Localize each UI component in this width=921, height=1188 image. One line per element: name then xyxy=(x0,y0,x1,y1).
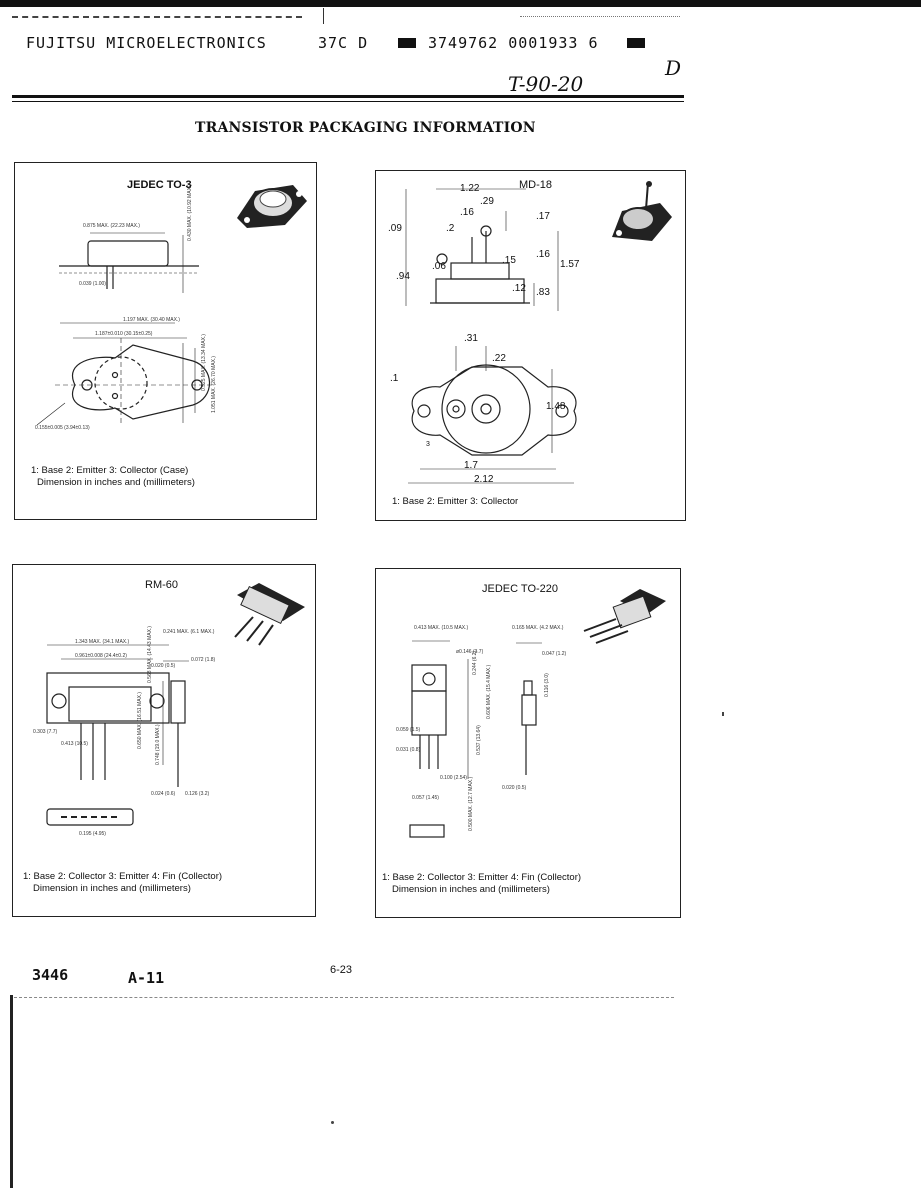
dim-label: 2.12 xyxy=(474,474,494,485)
dim-label: 1.197 MAX. (30.40 MAX.) xyxy=(123,317,180,323)
panel-rm60: RM-60 xyxy=(12,564,316,917)
dim-label: 0.303 (7.7) xyxy=(33,729,58,735)
dim-label: 0.650 MAX. (16.51 MAX.) xyxy=(137,692,143,749)
pin-legend: 1: Base 2: Emitter 3: Collector (Case) xyxy=(31,465,189,476)
dim-label: .31 xyxy=(464,333,478,344)
dim-label: .09 xyxy=(388,223,402,234)
dim-label: 0.195 (4.95) xyxy=(79,831,106,837)
dim-label: .83 xyxy=(536,287,550,298)
dim-label: 0.126 (3.2) xyxy=(185,791,210,797)
scan-speck xyxy=(722,712,724,716)
page-number: 6-23 xyxy=(330,964,353,976)
panel-title: RM-60 xyxy=(145,579,179,591)
dim-label: .1 xyxy=(390,373,399,384)
header-block-icon xyxy=(398,33,416,51)
rm60-drawing xyxy=(46,583,305,826)
handwritten-mark: D xyxy=(665,56,682,80)
scan-top-border xyxy=(0,0,921,7)
scan-left-border xyxy=(10,995,13,1188)
dim-label: 0.165 MAX. (4.2 MAX.) xyxy=(512,625,564,631)
to220-package-icon xyxy=(583,589,666,644)
dim-label: 0.024 (0.6) xyxy=(151,791,176,797)
panel-title: MD-18 xyxy=(519,179,553,191)
dim-label: 0.748 (19.0 MAX.) xyxy=(155,724,161,765)
dim-label: 0.020 (0.5) xyxy=(151,663,176,669)
dim-label: .16 xyxy=(536,249,550,260)
dim-label: 1.57 xyxy=(560,259,580,270)
dim-label: 0.875 MAX. (22.23 MAX.) xyxy=(83,223,140,229)
handwritten-reference: T-90-20 xyxy=(508,72,584,96)
dim-label: 0.500 MAX. (12.7 MAX.) xyxy=(468,776,474,831)
scan-speck xyxy=(331,1121,334,1124)
dim-label: 0.606 MAX. (15.4 MAX.) xyxy=(486,664,492,719)
to3-package-icon xyxy=(237,185,307,228)
dim-label: .94 xyxy=(396,271,410,282)
dim-label: 0.072 (1.8) xyxy=(191,657,216,663)
header-code-1: 37C D xyxy=(318,34,369,52)
dim-label: 0.100 (2.54) xyxy=(440,775,467,781)
dim-label: .12 xyxy=(512,283,526,294)
dim-label: .17 xyxy=(536,211,550,222)
dim-label: 1.7 xyxy=(464,460,478,471)
dim-label: ø0.146 (3.7) xyxy=(456,649,484,655)
dim-label: 0.047 (1.2) xyxy=(542,651,567,657)
footer-left-code: 3446 xyxy=(32,966,69,984)
scan-noise-line xyxy=(12,16,302,20)
dim-label: 0.057 (1.45) xyxy=(412,795,439,801)
dim-label: 1.343 MAX. (34.1 MAX.) xyxy=(75,639,130,645)
pin-legend: 1: Base 2: Emitter 3: Collector xyxy=(392,496,519,507)
dim-label: 0.241 MAX. (6.1 MAX.) xyxy=(163,629,215,635)
panel-title: JEDEC TO-220 xyxy=(482,583,559,595)
dim-label: 0.413 (10.5) xyxy=(61,741,88,747)
header-rule xyxy=(12,95,684,98)
dim-label: 0.059 (1.5) xyxy=(396,727,421,733)
dimension-note: Dimension in inches and (millimeters) xyxy=(392,884,550,895)
scan-noise-line xyxy=(14,997,674,998)
dim-label: .16 xyxy=(460,207,474,218)
dim-label: 1.22 xyxy=(460,183,480,194)
panel-to3: JEDEC TO-3 xyxy=(14,162,317,520)
pin-legend: 1: Base 2: Collector 3: Emitter 4: Fin (… xyxy=(382,872,582,883)
dim-label: .29 xyxy=(480,196,494,207)
dim-label: 1.051 MAX. (26.70 MAX.) xyxy=(211,356,217,413)
panel-md18: MD-18 xyxy=(375,170,686,521)
dim-label: 0.116 (3.0) xyxy=(544,673,550,697)
dim-label: 3 xyxy=(426,441,430,448)
company-name: FUJITSU MICROELECTRONICS xyxy=(26,34,267,52)
dim-label: 0.039 (1.00) xyxy=(79,281,106,287)
dim-label: 0.020 (0.5) xyxy=(502,785,527,791)
panel-to220: JEDEC TO-220 xyxy=(375,568,681,918)
dimension-note: Dimension in inches and (millimeters) xyxy=(37,477,195,488)
dim-label: 1.187±0.010 (30.15±0.25) xyxy=(95,331,153,337)
scan-tick-mark xyxy=(323,8,324,24)
page-title: TRANSISTOR PACKAGING INFORMATION xyxy=(195,120,536,136)
to3-drawing xyxy=(36,185,307,426)
dim-label: 0.244 (6.2) xyxy=(472,650,478,675)
dim-label: 0.537 (13.64) xyxy=(476,725,482,755)
scan-noise-line xyxy=(520,16,680,19)
dim-label: 1.48 xyxy=(546,401,566,412)
footer-doc-code: A-11 xyxy=(128,969,165,987)
md18-package-icon xyxy=(612,181,672,241)
pin-legend: 1: Base 2: Collector 3: Emitter 4: Fin (… xyxy=(23,871,223,882)
dim-label: 0.031 (0.8) xyxy=(396,747,421,753)
dim-label: 0.413 MAX. (10.5 MAX.) xyxy=(414,625,469,631)
md18-drawing xyxy=(405,181,672,484)
dim-label: .15 xyxy=(502,255,516,266)
panel-title: JEDEC TO-3 xyxy=(127,179,192,191)
to220-drawing xyxy=(409,589,666,838)
rm60-package-icon xyxy=(234,583,305,646)
dim-label: 0.155±0.005 (3.94±0.13) xyxy=(35,425,90,431)
dim-label: 0.568 MAX. (14.43 MAX.) xyxy=(147,626,153,683)
dim-label: 0.525 MAX. (13.34 MAX.) xyxy=(201,334,207,391)
dim-label: .22 xyxy=(492,353,506,364)
dimension-note: Dimension in inches and (millimeters) xyxy=(33,883,191,894)
dim-label: .06 xyxy=(432,261,446,272)
dim-label: .2 xyxy=(446,223,455,234)
header-block-icon xyxy=(627,33,645,51)
dim-label: 0.430 MAX. (10.92 MAX.) xyxy=(187,184,193,241)
dim-label: 0.961±0.008 (24.4±0.2) xyxy=(75,653,127,659)
header-code-2: 3749762 0001933 6 xyxy=(428,34,599,52)
header-rule-thin xyxy=(12,101,684,102)
